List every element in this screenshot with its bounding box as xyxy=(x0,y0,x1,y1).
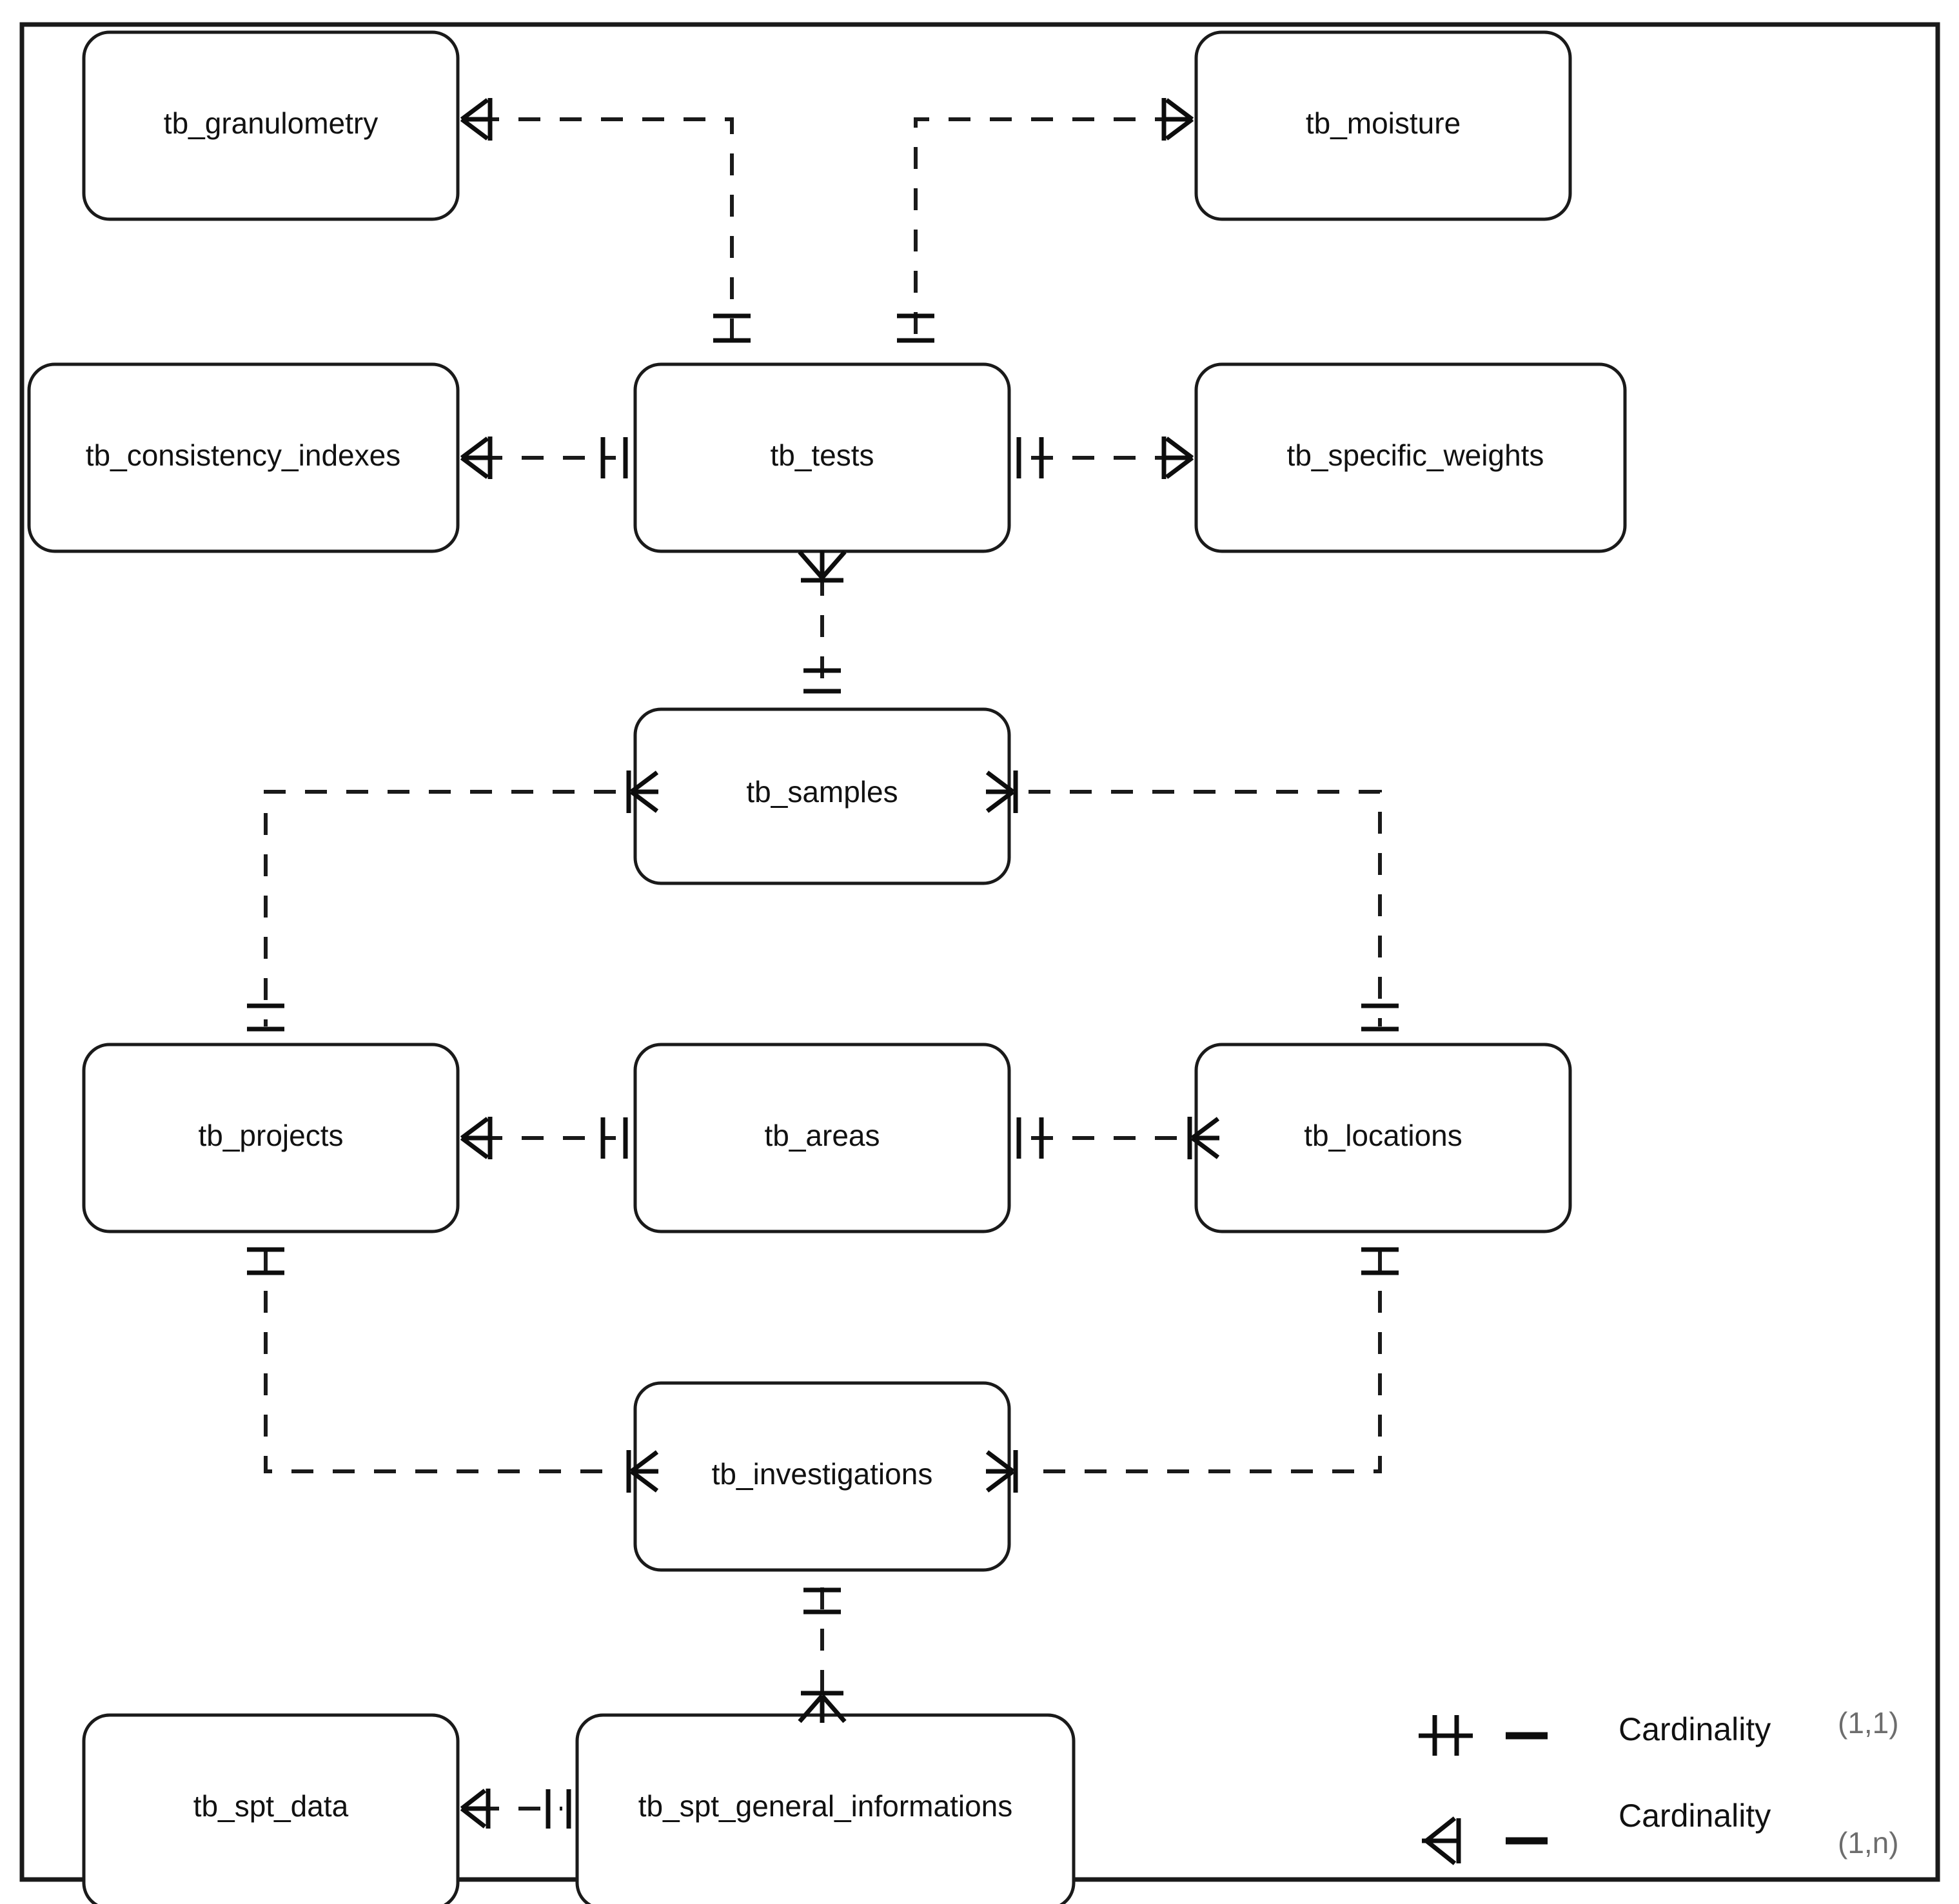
entity-box-shape[interactable] xyxy=(633,1381,1011,1572)
one-one-icon-tests-right xyxy=(1016,437,1044,478)
entity-tb-tests[interactable]: tb_tests xyxy=(633,362,1011,553)
entity-box-shape[interactable] xyxy=(82,30,460,221)
crow-foot-icon xyxy=(1422,1816,1461,1865)
one-one-icon-samples-top xyxy=(803,668,841,694)
one-one-bars-icon xyxy=(1419,1715,1473,1756)
legend-cardinality-one-one: (1,1) xyxy=(1838,1706,1899,1740)
entity-box-shape[interactable] xyxy=(1194,362,1627,553)
entity-box-shape[interactable] xyxy=(575,1713,1076,1904)
crow-foot-icon-investigations-right xyxy=(985,1450,1018,1493)
entity-tb-investigations[interactable]: tb_investigations xyxy=(633,1381,1011,1572)
rel-moisture-tests xyxy=(914,117,1177,345)
entity-tb-consistency-indexes[interactable]: tb_consistency_indexes xyxy=(27,362,460,553)
one-one-icon-locations-top xyxy=(1361,1003,1399,1032)
crow-foot-icon-projects-right xyxy=(460,1117,493,1159)
rel-locations-investigations xyxy=(1029,1250,1382,1473)
crow-foot-icon-consistency xyxy=(460,437,493,479)
entity-tb-samples[interactable]: tb_samples xyxy=(633,707,1011,885)
one-one-icon-areas-right xyxy=(1016,1117,1044,1159)
crow-foot-icon-investigations-left xyxy=(626,1450,659,1493)
one-one-icon-tests-topright xyxy=(897,313,934,343)
one-one-icon-locations-bottom xyxy=(1361,1247,1399,1275)
legend-label-one-many: Cardinality xyxy=(1619,1798,1771,1834)
entity-tb-specific-weights[interactable]: tb_specific_weights xyxy=(1194,362,1627,553)
diagram-frame xyxy=(19,22,1940,1882)
entity-tb-spt-data[interactable]: tb_spt_data xyxy=(82,1713,460,1904)
one-one-icon-investigations-bottom xyxy=(803,1587,841,1614)
crow-foot-icon-samples-left xyxy=(626,770,659,813)
legend-label-one-one: Cardinality xyxy=(1619,1711,1771,1747)
entity-tb-projects[interactable]: tb_projects xyxy=(82,1043,460,1233)
crow-foot-icon-specificweights xyxy=(1161,437,1194,479)
entity-tb-moisture[interactable]: tb_moisture xyxy=(1194,30,1572,221)
entity-box-shape[interactable] xyxy=(82,1043,460,1233)
legend-row-one-one: Cardinality (1,1) xyxy=(1419,1706,1899,1756)
one-one-icon-projects-bottom xyxy=(247,1247,284,1275)
one-one-icon-tests-left xyxy=(600,437,628,478)
entity-box-shape[interactable] xyxy=(1194,1043,1572,1233)
cardinality-markers xyxy=(247,98,1399,1829)
legend-cardinality-one-many: (1,n) xyxy=(1838,1826,1899,1860)
rel-samples-projects xyxy=(264,790,616,1026)
entity-box-shape[interactable] xyxy=(633,362,1011,553)
crow-foot-icon-sptgeneral-top xyxy=(798,1691,847,1723)
rel-projects-investigations xyxy=(264,1250,616,1473)
crow-foot-icon-locations-left xyxy=(1187,1117,1220,1159)
rel-granulometry-tests xyxy=(477,117,734,345)
relationship-lines xyxy=(264,117,1382,1811)
one-one-icon-sptgeneral-left xyxy=(546,1789,571,1829)
entity-tb-locations[interactable]: tb_locations xyxy=(1194,1043,1572,1233)
entity-box-shape[interactable] xyxy=(633,707,1011,885)
crow-foot-icon-sptdata-right xyxy=(460,1789,491,1829)
crow-foot-icon-samples-right xyxy=(985,770,1018,813)
entity-tb-areas[interactable]: tb_areas xyxy=(633,1043,1011,1233)
one-one-icon-areas-left xyxy=(600,1117,628,1159)
entity-box-shape[interactable] xyxy=(1194,30,1572,221)
crow-foot-icon-granulometry xyxy=(460,98,493,141)
crow-foot-icon-moisture xyxy=(1161,98,1194,141)
rel-samples-locations xyxy=(1029,790,1382,1026)
one-one-icon-tests-topleft xyxy=(713,313,751,343)
entity-box-shape[interactable] xyxy=(633,1043,1011,1233)
legend-row-one-many: Cardinality (1,n) xyxy=(1422,1798,1899,1865)
entity-boxes: tb_granulometry tb_moisture tb_consisten… xyxy=(27,30,1627,1904)
one-one-icon-projects-top xyxy=(247,1003,284,1032)
entity-box-shape[interactable] xyxy=(82,1713,460,1904)
entity-box-shape[interactable] xyxy=(27,362,460,553)
entity-tb-spt-general-informations[interactable]: tb_spt_general_informations xyxy=(575,1713,1076,1904)
legend: Cardinality (1,1) Cardinality (1,n) xyxy=(1419,1706,1899,1865)
entity-tb-granulometry[interactable]: tb_granulometry xyxy=(82,30,460,221)
crow-foot-icon-tests-bottom xyxy=(798,550,847,583)
